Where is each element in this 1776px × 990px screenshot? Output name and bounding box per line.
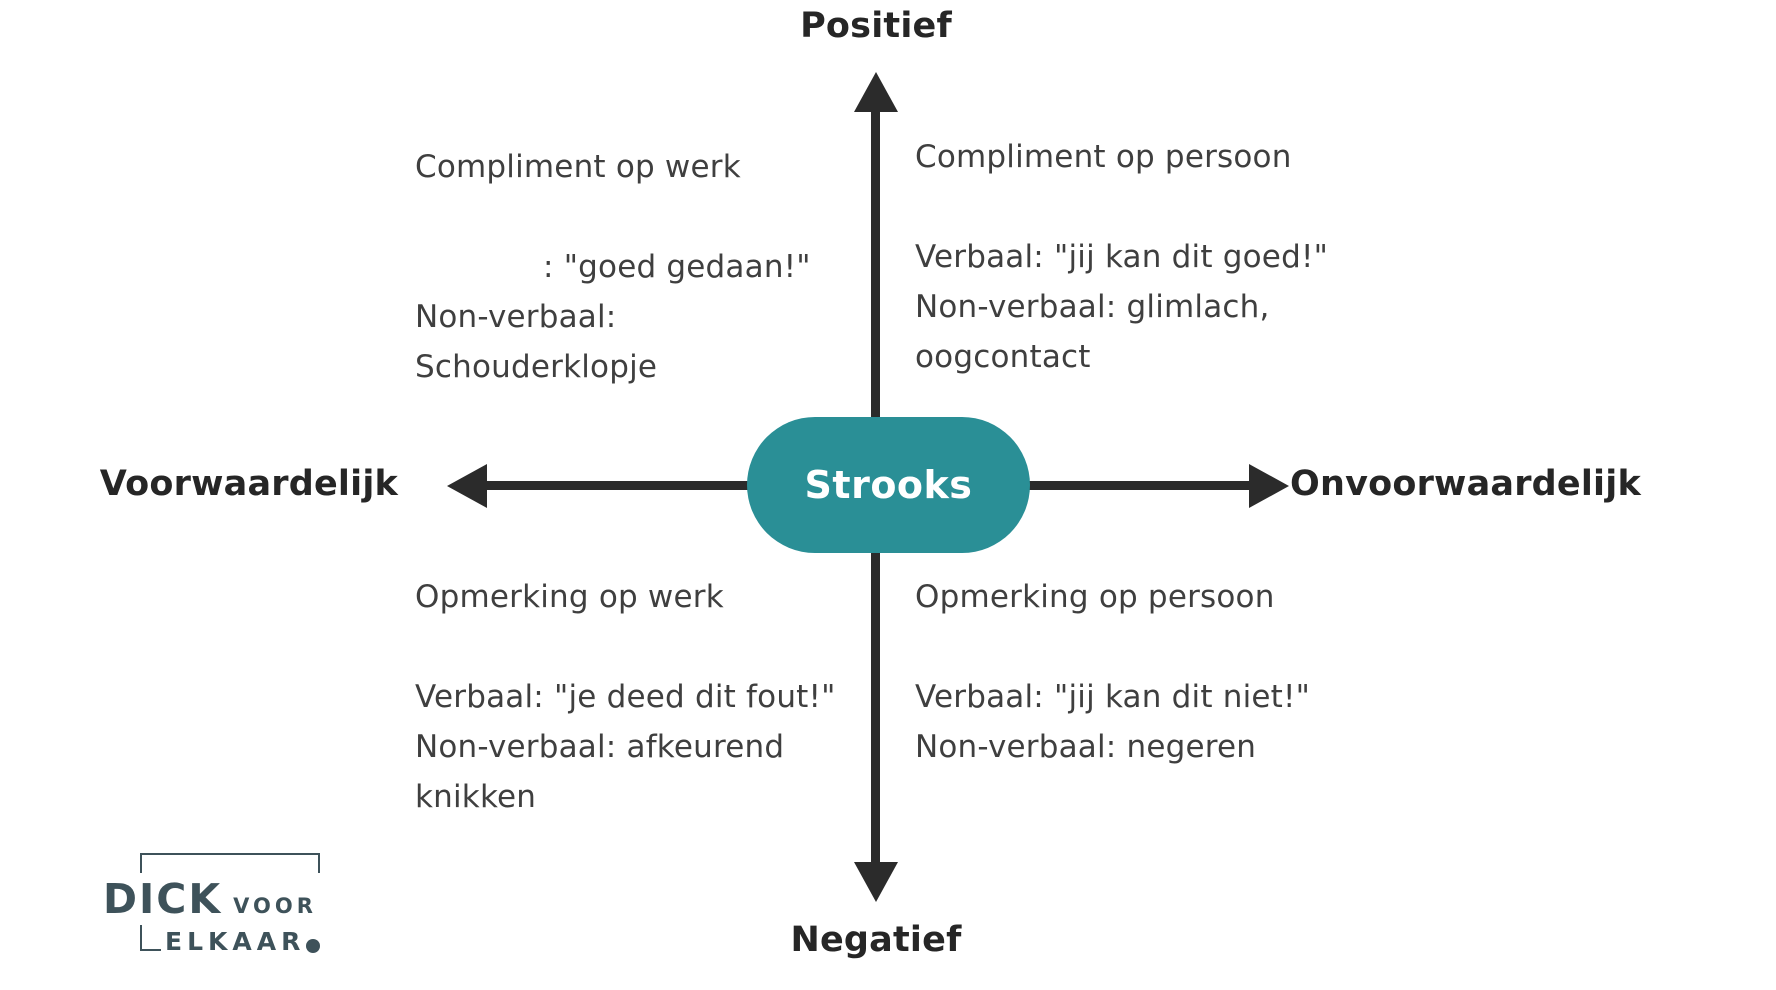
horizontal-axis-right-segment bbox=[1029, 481, 1255, 490]
quadrant-bottom-right-verbaal: Verbaal: "jij kan dit niet!" bbox=[915, 679, 1311, 715]
quadrant-top-right-verbaal: Verbaal: "jij kan dit goed!" bbox=[915, 239, 1329, 275]
vertical-axis-upper-segment bbox=[871, 104, 880, 420]
quadrant-bottom-right: Opmerking op persoon Verbaal: "jij kan d… bbox=[915, 572, 1310, 772]
quadrant-top-right-title: Compliment op persoon bbox=[915, 139, 1292, 175]
quadrant-bottom-left-nonverbaal-1: Non-verbaal: afkeurend bbox=[415, 729, 785, 765]
quadrant-bottom-left-title: Opmerking op werk bbox=[415, 579, 724, 615]
quadrant-bottom-left: Opmerking op werk Verbaal: "je deed dit … bbox=[415, 572, 836, 822]
logo-word-dick: DICK bbox=[103, 875, 223, 923]
axis-label-voorwaardelijk: Voorwaardelijk bbox=[99, 464, 398, 504]
vertical-axis-lower-segment bbox=[871, 549, 880, 866]
quadrant-bottom-right-title: Opmerking op persoon bbox=[915, 579, 1275, 615]
dick-voor-elkaar-logo: DICK VOOR ELKAAR bbox=[103, 849, 328, 958]
quadrant-top-right-nonverbaal-2: oogcontact bbox=[915, 339, 1091, 375]
center-node-strooks: Strooks bbox=[747, 417, 1030, 553]
quadrant-bottom-right-nonverbaal-1: Non-verbaal: negeren bbox=[915, 729, 1257, 765]
axis-label-onvoorwaardelijk: Onvoorwaardelijk bbox=[1290, 464, 1641, 504]
quadrant-top-left-title: Compliment op werk bbox=[415, 149, 741, 185]
quadrant-top-right: Compliment op persoon Verbaal: "jij kan … bbox=[915, 132, 1328, 382]
logo-line-1: DICK VOOR bbox=[103, 873, 325, 925]
center-node-label: Strooks bbox=[804, 463, 973, 507]
logo-dot-icon bbox=[306, 938, 321, 953]
axis-label-negatief: Negatief bbox=[790, 920, 962, 960]
arrow-down-icon bbox=[854, 862, 898, 902]
spacer bbox=[415, 192, 811, 242]
logo-word-voor: VOOR bbox=[233, 894, 317, 918]
arrow-right-icon bbox=[1249, 464, 1289, 508]
logo-word-elkaar: ELKAAR bbox=[165, 927, 306, 956]
horizontal-axis-left-segment bbox=[476, 481, 750, 490]
quadrant-top-left: Compliment op werk : "goed gedaan!" Non-… bbox=[415, 142, 811, 392]
quadrant-top-left-nonverbaal-2: Schouderklopje bbox=[415, 349, 658, 385]
quadrant-top-left-nonverbaal-1: Non-verbaal: bbox=[415, 299, 617, 335]
quadrant-bottom-left-verbaal: Verbaal: "je deed dit fout!" bbox=[415, 679, 836, 715]
axis-label-positief: Positief bbox=[800, 6, 952, 46]
logo-line-2: ELKAAR bbox=[161, 925, 325, 958]
arrow-up-icon bbox=[854, 72, 898, 112]
spacer bbox=[415, 622, 836, 672]
arrow-left-icon bbox=[447, 464, 487, 508]
quadrant-top-right-nonverbaal-1: Non-verbaal: glimlach, bbox=[915, 289, 1270, 325]
quadrant-top-left-verbaal: : "goed gedaan!" bbox=[543, 249, 811, 285]
spacer bbox=[915, 182, 1328, 232]
spacer bbox=[915, 622, 1310, 672]
quadrant-bottom-left-nonverbaal-2: knikken bbox=[415, 779, 537, 815]
